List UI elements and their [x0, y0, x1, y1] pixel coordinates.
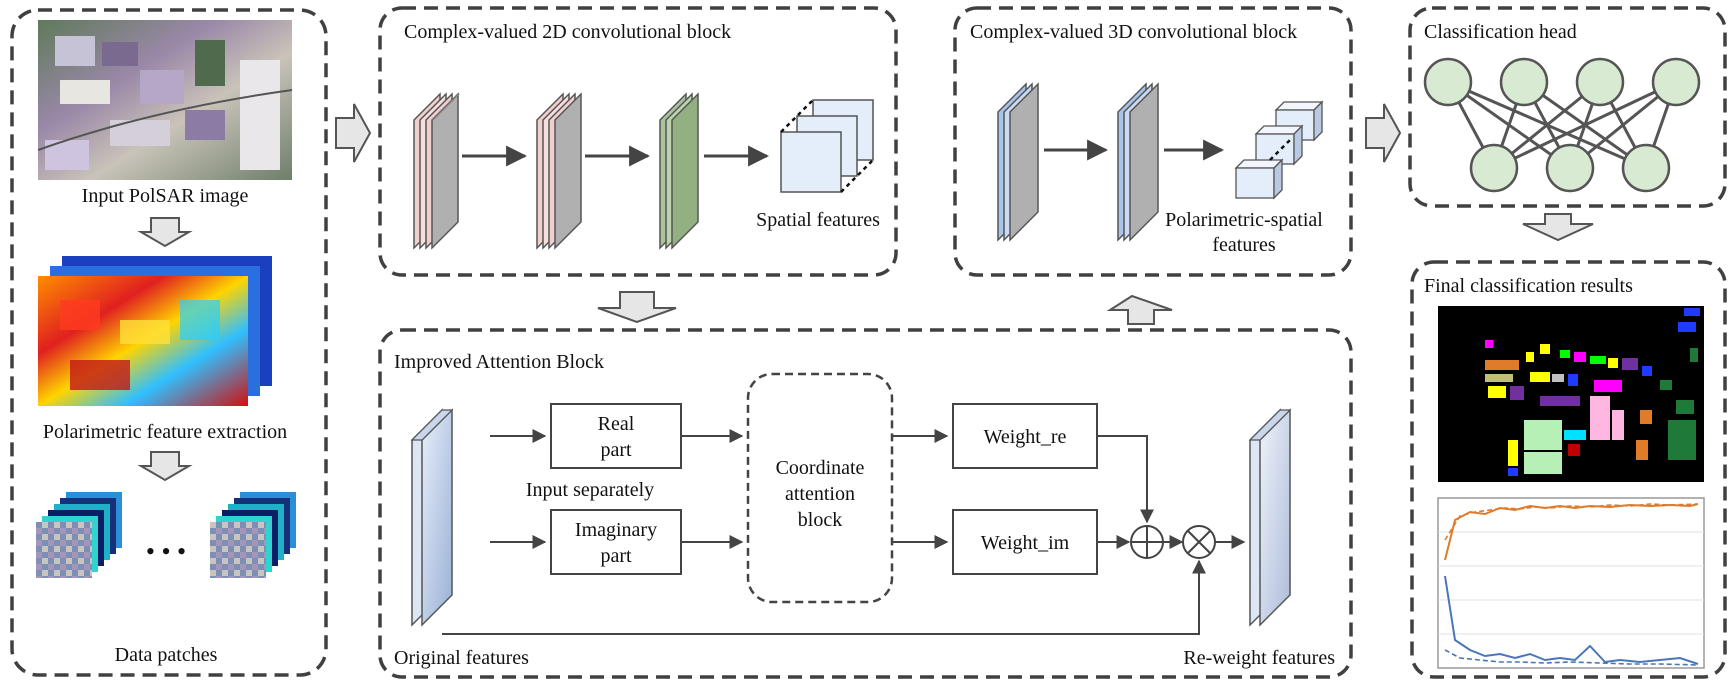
- conv3d-title: Complex-valued 3D convolutional block: [970, 21, 1297, 43]
- patch-stack-right: [210, 492, 296, 578]
- original-features-layer: [410, 408, 454, 627]
- polarimetric-spatial-label-1: Polarimetric-spatial: [1165, 209, 1323, 231]
- conv3d-panel: [953, 6, 1353, 277]
- feature-extraction-label: Polarimetric feature extraction: [43, 421, 287, 443]
- down-arrow-1: [137, 217, 193, 248]
- up-arrow-attention-to-3d: [1106, 294, 1173, 325]
- spatial-feature-cubes: [780, 99, 874, 193]
- coord-line3: block: [798, 509, 842, 531]
- down-arrow-head-to-results: [1522, 213, 1594, 242]
- attention-title: Improved Attention Block: [394, 351, 604, 373]
- imaginary-part-line2: part: [600, 545, 632, 567]
- weight-im-box: [952, 509, 1098, 575]
- head-node-top-1: [1423, 57, 1473, 107]
- conv2d-layer-1: [413, 92, 460, 250]
- input-image-label: Input PolSAR image: [82, 185, 249, 207]
- right-arrow-input-to-2d: [335, 103, 372, 163]
- input-panel: [10, 8, 328, 677]
- multiply-operator-icon: [1182, 525, 1216, 559]
- polarimetric-spatial-cubes: [1234, 100, 1324, 200]
- classification-map: [1438, 306, 1704, 482]
- head-node-bottom-3: [1621, 143, 1671, 193]
- head-node-bottom-1: [1469, 143, 1519, 193]
- weight-im-label: Weight_im: [981, 532, 1070, 554]
- training-curves-plot: [1437, 497, 1705, 669]
- conv2d-title: Complex-valued 2D convolutional block: [404, 21, 731, 43]
- weight-re-label: Weight_re: [984, 426, 1067, 448]
- down-arrow-2d-to-attention: [597, 291, 677, 324]
- real-part-line1: Real: [598, 413, 635, 435]
- conv2d-layer-3: [659, 92, 699, 250]
- head-node-top-2: [1499, 57, 1549, 107]
- results-panel: [1410, 260, 1727, 679]
- data-patches-label: Data patches: [115, 644, 218, 666]
- original-features-label: Original features: [394, 647, 529, 669]
- head-node-bottom-2: [1545, 143, 1595, 193]
- attention-panel: [378, 328, 1353, 679]
- imaginary-part-line1: Imaginary: [575, 519, 657, 541]
- coordinate-attention-block: [746, 372, 894, 604]
- conv3d-layer-2: [1117, 82, 1159, 242]
- coord-line1: Coordinate: [776, 457, 865, 479]
- skip-connection-arrow: [442, 559, 1206, 635]
- spatial-features-label: Spatial features: [756, 209, 880, 231]
- patches-ellipsis: • • •: [146, 537, 186, 566]
- reweight-features-layer: [1248, 408, 1292, 627]
- classification-head-panel: [1408, 6, 1727, 208]
- weight-re-to-add-arrow: [1097, 435, 1154, 524]
- conv3d-layer-1: [997, 82, 1039, 242]
- imaginary-part-box: [550, 509, 682, 575]
- coord-line2: attention: [785, 483, 855, 505]
- real-part-line2: part: [600, 439, 632, 461]
- right-arrow-3d-to-head: [1365, 103, 1402, 163]
- real-part-box: [550, 403, 682, 469]
- conv2d-panel: [378, 6, 898, 277]
- conv2d-layer-2: [536, 92, 582, 250]
- reweight-features-label: Re-weight features: [1183, 647, 1335, 669]
- polsar-image: [37, 20, 293, 180]
- head-node-top-3: [1575, 57, 1625, 107]
- results-title: Final classification results: [1424, 275, 1633, 297]
- head-node-top-4: [1651, 57, 1701, 107]
- polarimetric-spatial-label-2: features: [1212, 234, 1276, 256]
- down-arrow-2: [137, 451, 193, 482]
- patch-stack-left: [36, 492, 122, 578]
- input-separately-label: Input separately: [526, 479, 654, 501]
- classification-head-title: Classification head: [1424, 21, 1577, 43]
- feature-maps-stack: [38, 256, 272, 406]
- add-operator-icon: [1130, 525, 1164, 559]
